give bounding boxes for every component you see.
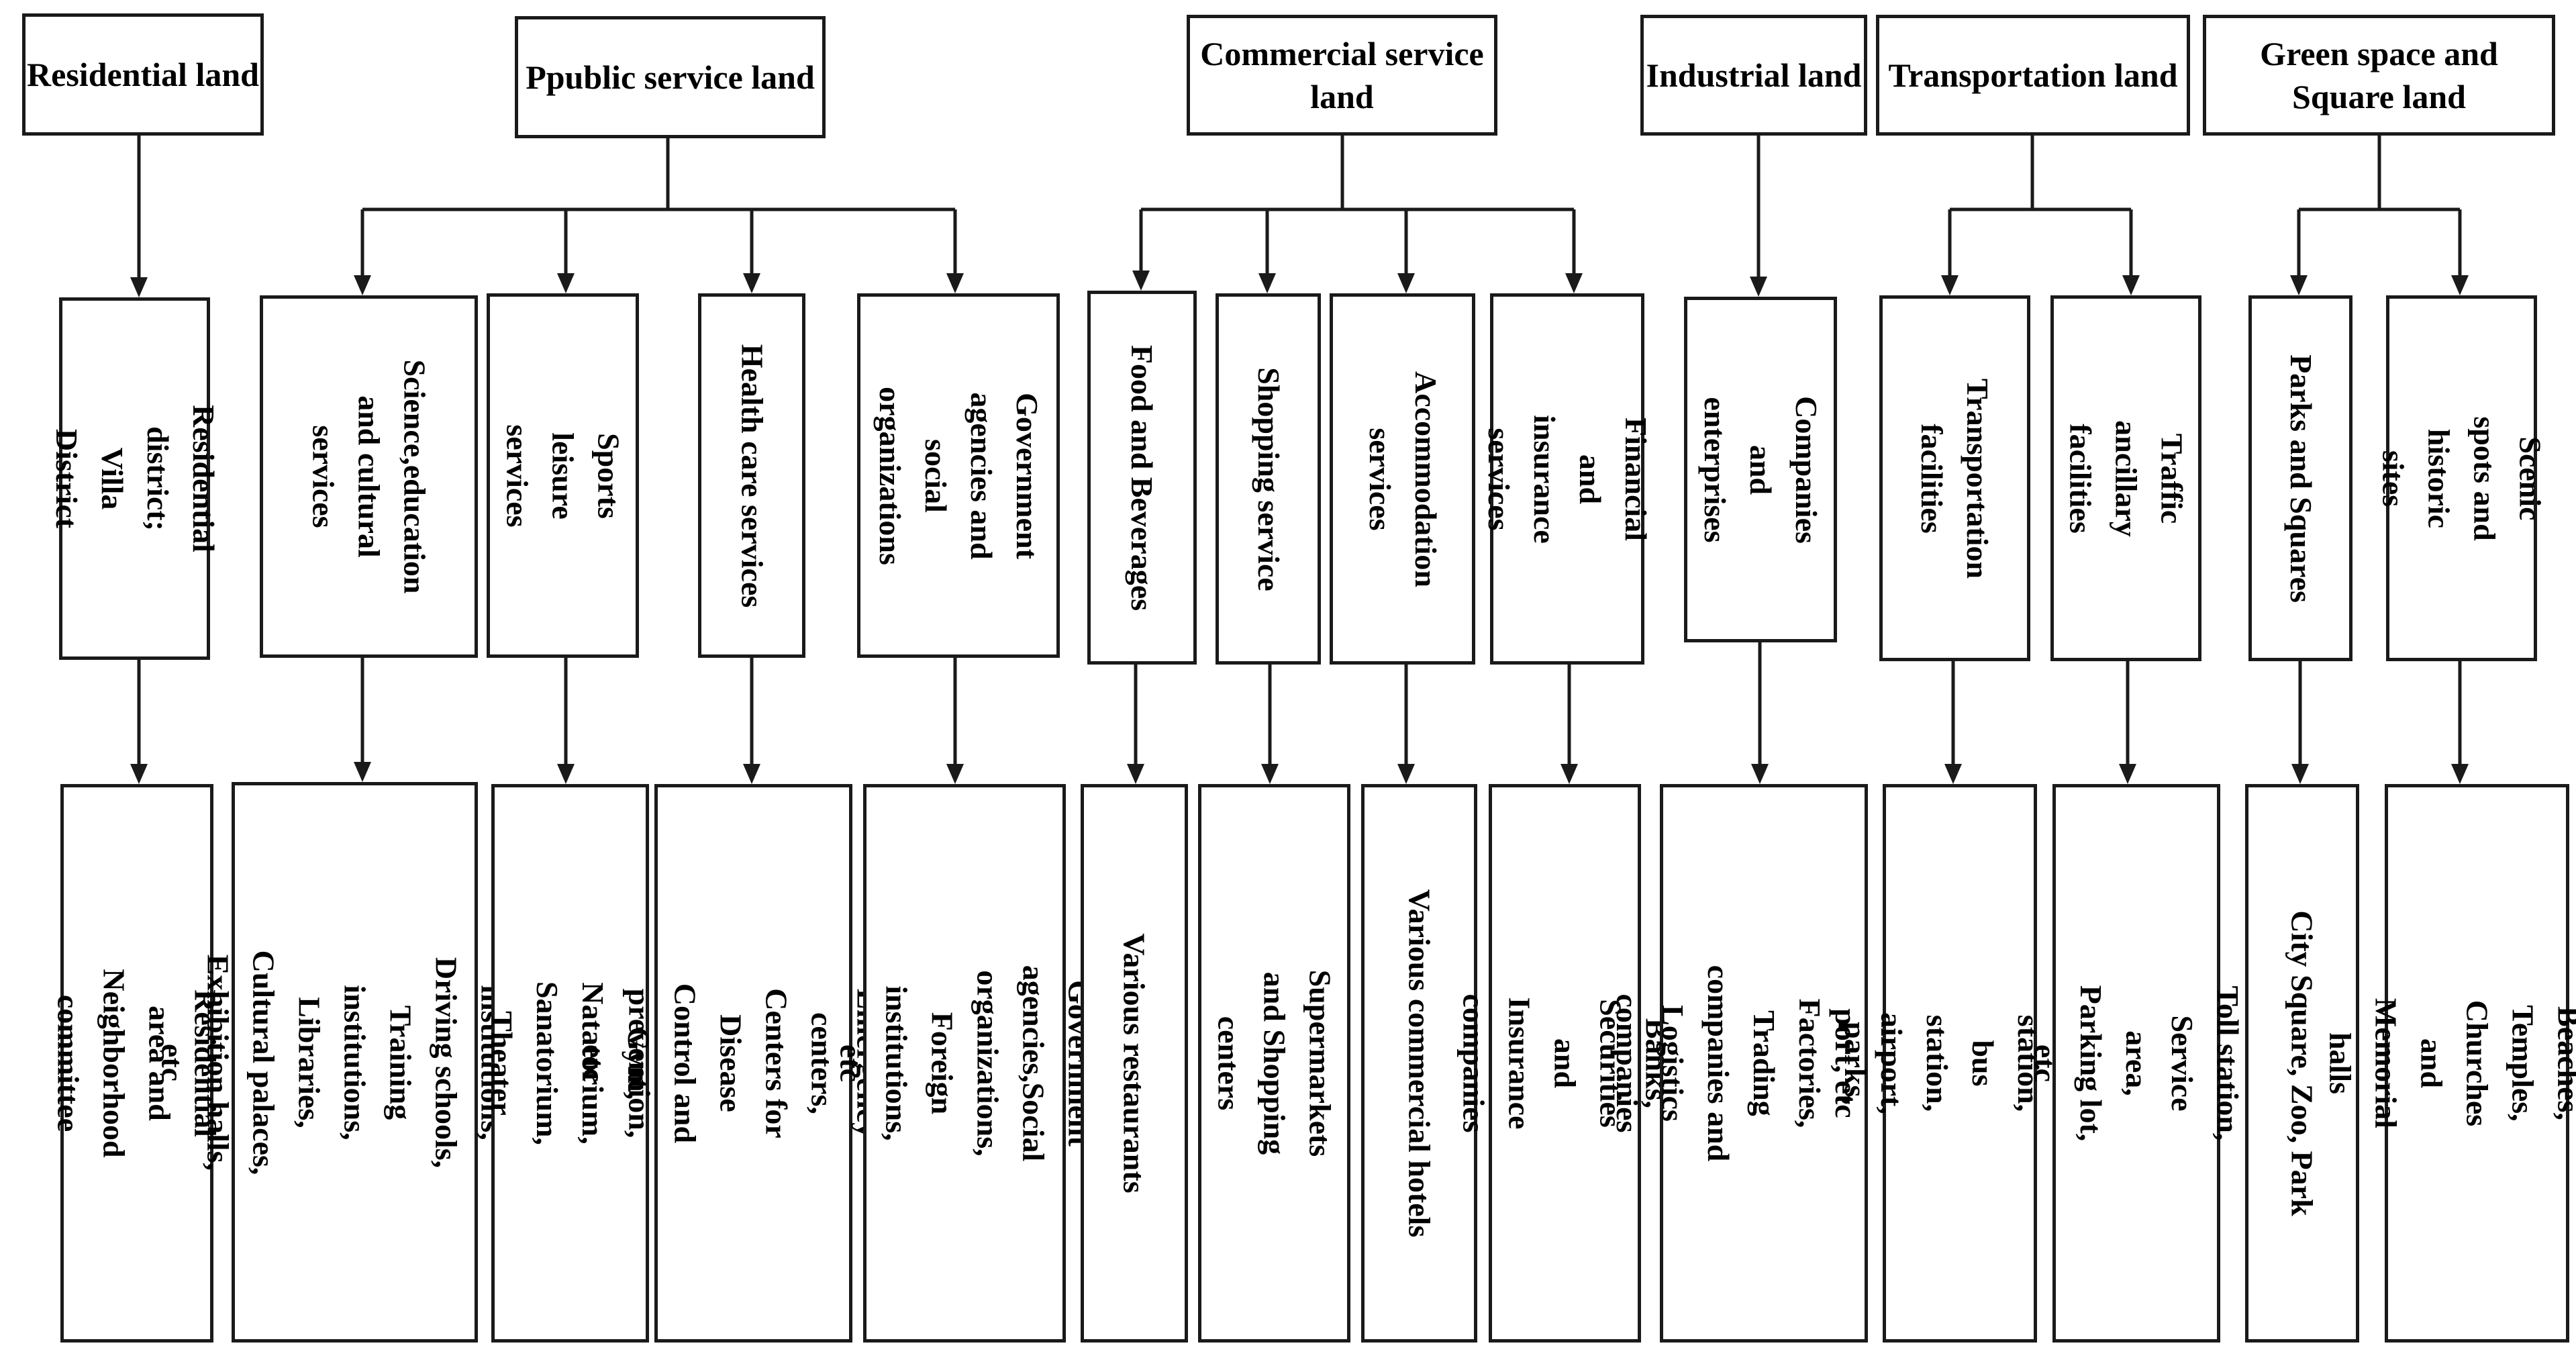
type-box-health-care: Health care services xyxy=(698,293,805,658)
arrowhead xyxy=(1397,764,1415,784)
category-box-industrial: Industrial land xyxy=(1640,15,1867,136)
arrowhead xyxy=(1751,764,1769,784)
type-box-traffic-ancillary: Traffic ancillary facilities xyxy=(2050,295,2201,661)
type-label-companies-enterprises: Companies and enterprises xyxy=(1698,395,1824,544)
type-box-sports-leisure: Sports leisure services xyxy=(487,293,639,658)
arrowhead xyxy=(2119,764,2136,784)
category-title-residential: Residential land xyxy=(27,56,259,93)
arrowhead xyxy=(1258,273,1276,293)
type-label-food-beverages: Food and Beverages xyxy=(1125,344,1160,611)
arrowhead xyxy=(1561,764,1578,784)
example-text-traffic-ancillary: Toll station, Service area, Parking lot,… xyxy=(2028,985,2245,1142)
category-box-transportation: Transportation land xyxy=(1876,15,2190,136)
arrowhead xyxy=(2122,275,2140,295)
category-title-transportation: Transportation land xyxy=(1888,56,2178,94)
example-box-food-beverages: Various restaurants xyxy=(1081,784,1188,1343)
category-box-green-space: Green space and Square land xyxy=(2203,15,2555,136)
type-label-accommodation: Accommodation services xyxy=(1363,371,1443,587)
type-label-science-education: Science,education and cultural services xyxy=(306,359,432,594)
arrowhead xyxy=(743,764,760,784)
example-box-residential: Residential area and Neighborhood commit… xyxy=(52,784,223,1343)
type-label-traffic-ancillary: Traffic ancillary facilities xyxy=(2063,420,2189,537)
type-label-financial-insurance: Financial and insurance services xyxy=(1482,414,1653,544)
arrowhead xyxy=(1261,764,1279,784)
type-label-residential-district: Residential district; Villa District xyxy=(49,405,221,552)
arrowhead xyxy=(743,273,760,293)
arrowhead xyxy=(2290,275,2308,295)
example-text-food-beverages: Various restaurants xyxy=(1118,933,1152,1193)
arrowhead xyxy=(354,275,371,295)
type-label-scenic-spots: Scenic spots and historic sites xyxy=(2376,416,2548,541)
type-box-food-beverages: Food and Beverages xyxy=(1087,291,1197,665)
type-box-government-agencies: Government agencies and social organizat… xyxy=(857,293,1060,658)
arrowhead xyxy=(557,764,575,784)
arrowhead xyxy=(1132,271,1150,291)
arrowhead xyxy=(946,273,964,293)
arrowhead xyxy=(130,764,148,784)
type-box-accommodation: Accommodation services xyxy=(1330,293,1475,665)
type-label-shopping-service: Shopping service xyxy=(1251,367,1286,591)
type-label-parks-squares: Parks and Squares xyxy=(2283,354,2318,603)
arrowhead xyxy=(1565,273,1583,293)
example-box-accommodation: Various commercial hotels xyxy=(1361,784,1477,1343)
example-box-shopping-service: Supermarkets and Shopping centers xyxy=(1198,784,1350,1343)
arrowhead xyxy=(946,764,964,784)
arrowhead xyxy=(2451,275,2469,295)
category-box-public-service: Ppublic service land xyxy=(515,16,826,138)
arrowhead xyxy=(557,273,575,293)
arrowhead xyxy=(1127,764,1144,784)
example-text-accommodation: Various commercial hotels xyxy=(1402,889,1437,1238)
type-box-companies-enterprises: Companies and enterprises xyxy=(1684,297,1837,642)
type-box-residential-district: Residential district; Villa District xyxy=(50,297,221,660)
example-box-companies-enterprises: Industrial parks, Factories, Trading com… xyxy=(1610,784,1918,1343)
category-box-residential: Residential land xyxy=(22,13,264,136)
arrowhead xyxy=(1944,764,1962,784)
arrowhead xyxy=(1941,275,1959,295)
arrowhead xyxy=(2291,764,2309,784)
category-title-industrial: Industrial land xyxy=(1646,56,1862,94)
example-box-government-agencies: Government agencies,Social organizations… xyxy=(834,784,1096,1343)
arrowhead xyxy=(130,277,148,297)
example-box-science-education: Museums, Media institutions, Driving sch… xyxy=(156,782,555,1343)
category-box-commercial-service: Commercial service land xyxy=(1187,15,1497,136)
type-label-sports-leisure: Sports leisure services xyxy=(500,424,626,528)
type-box-science-education: Science,education and cultural services xyxy=(260,295,478,658)
type-box-shopping-service: Shopping service xyxy=(1216,293,1321,665)
type-label-health-care: Health care services xyxy=(735,344,769,607)
type-label-government-agencies: Government agencies and social organizat… xyxy=(873,386,1044,565)
arrowhead xyxy=(1397,273,1415,293)
type-box-parks-squares: Parks and Squares xyxy=(2248,295,2352,661)
example-box-transportation-facilities: Railway station, bus station, airport, p… xyxy=(1829,784,2091,1343)
type-box-scenic-spots: Scenic spots and historic sites xyxy=(2377,295,2548,661)
example-box-financial-insurance: Banks, Securities and Insurance companie… xyxy=(1457,784,1674,1343)
category-title-commercial-service: Commercial service land xyxy=(1200,35,1484,115)
example-box-traffic-ancillary: Toll station, Service area, Parking lot,… xyxy=(2028,784,2245,1343)
type-box-financial-insurance: Financial and insurance services xyxy=(1482,293,1653,665)
example-box-sports-leisure: Gym, Natatorium, Sanatorium, Theater xyxy=(485,784,656,1343)
arrowhead xyxy=(354,762,371,782)
type-label-transportation-facilities: Transportation facilities xyxy=(1915,378,1995,579)
arrowhead xyxy=(2451,764,2469,784)
type-box-transportation-facilities: Transportation facilities xyxy=(1879,295,2030,661)
category-title-public-service: Ppublic service land xyxy=(526,58,815,96)
example-box-parks-squares: City Square, Zoo, Park xyxy=(2245,784,2359,1343)
example-box-health-care: Hospitals, Emergency centers, Centers fo… xyxy=(577,784,931,1343)
example-box-scenic-spots: Scenic spots, Beaches, Temples, Churches… xyxy=(2324,784,2576,1343)
example-text-government-agencies: Government agencies,Social organizations… xyxy=(834,965,1097,1162)
category-title-green-space: Green space and Square land xyxy=(2260,35,2498,115)
arrowhead xyxy=(1750,277,1767,297)
example-text-shopping-service: Supermarkets and Shopping centers xyxy=(1211,969,1338,1157)
example-text-scenic-spots: Scenic spots, Beaches, Temples, Churches… xyxy=(2323,997,2576,1129)
